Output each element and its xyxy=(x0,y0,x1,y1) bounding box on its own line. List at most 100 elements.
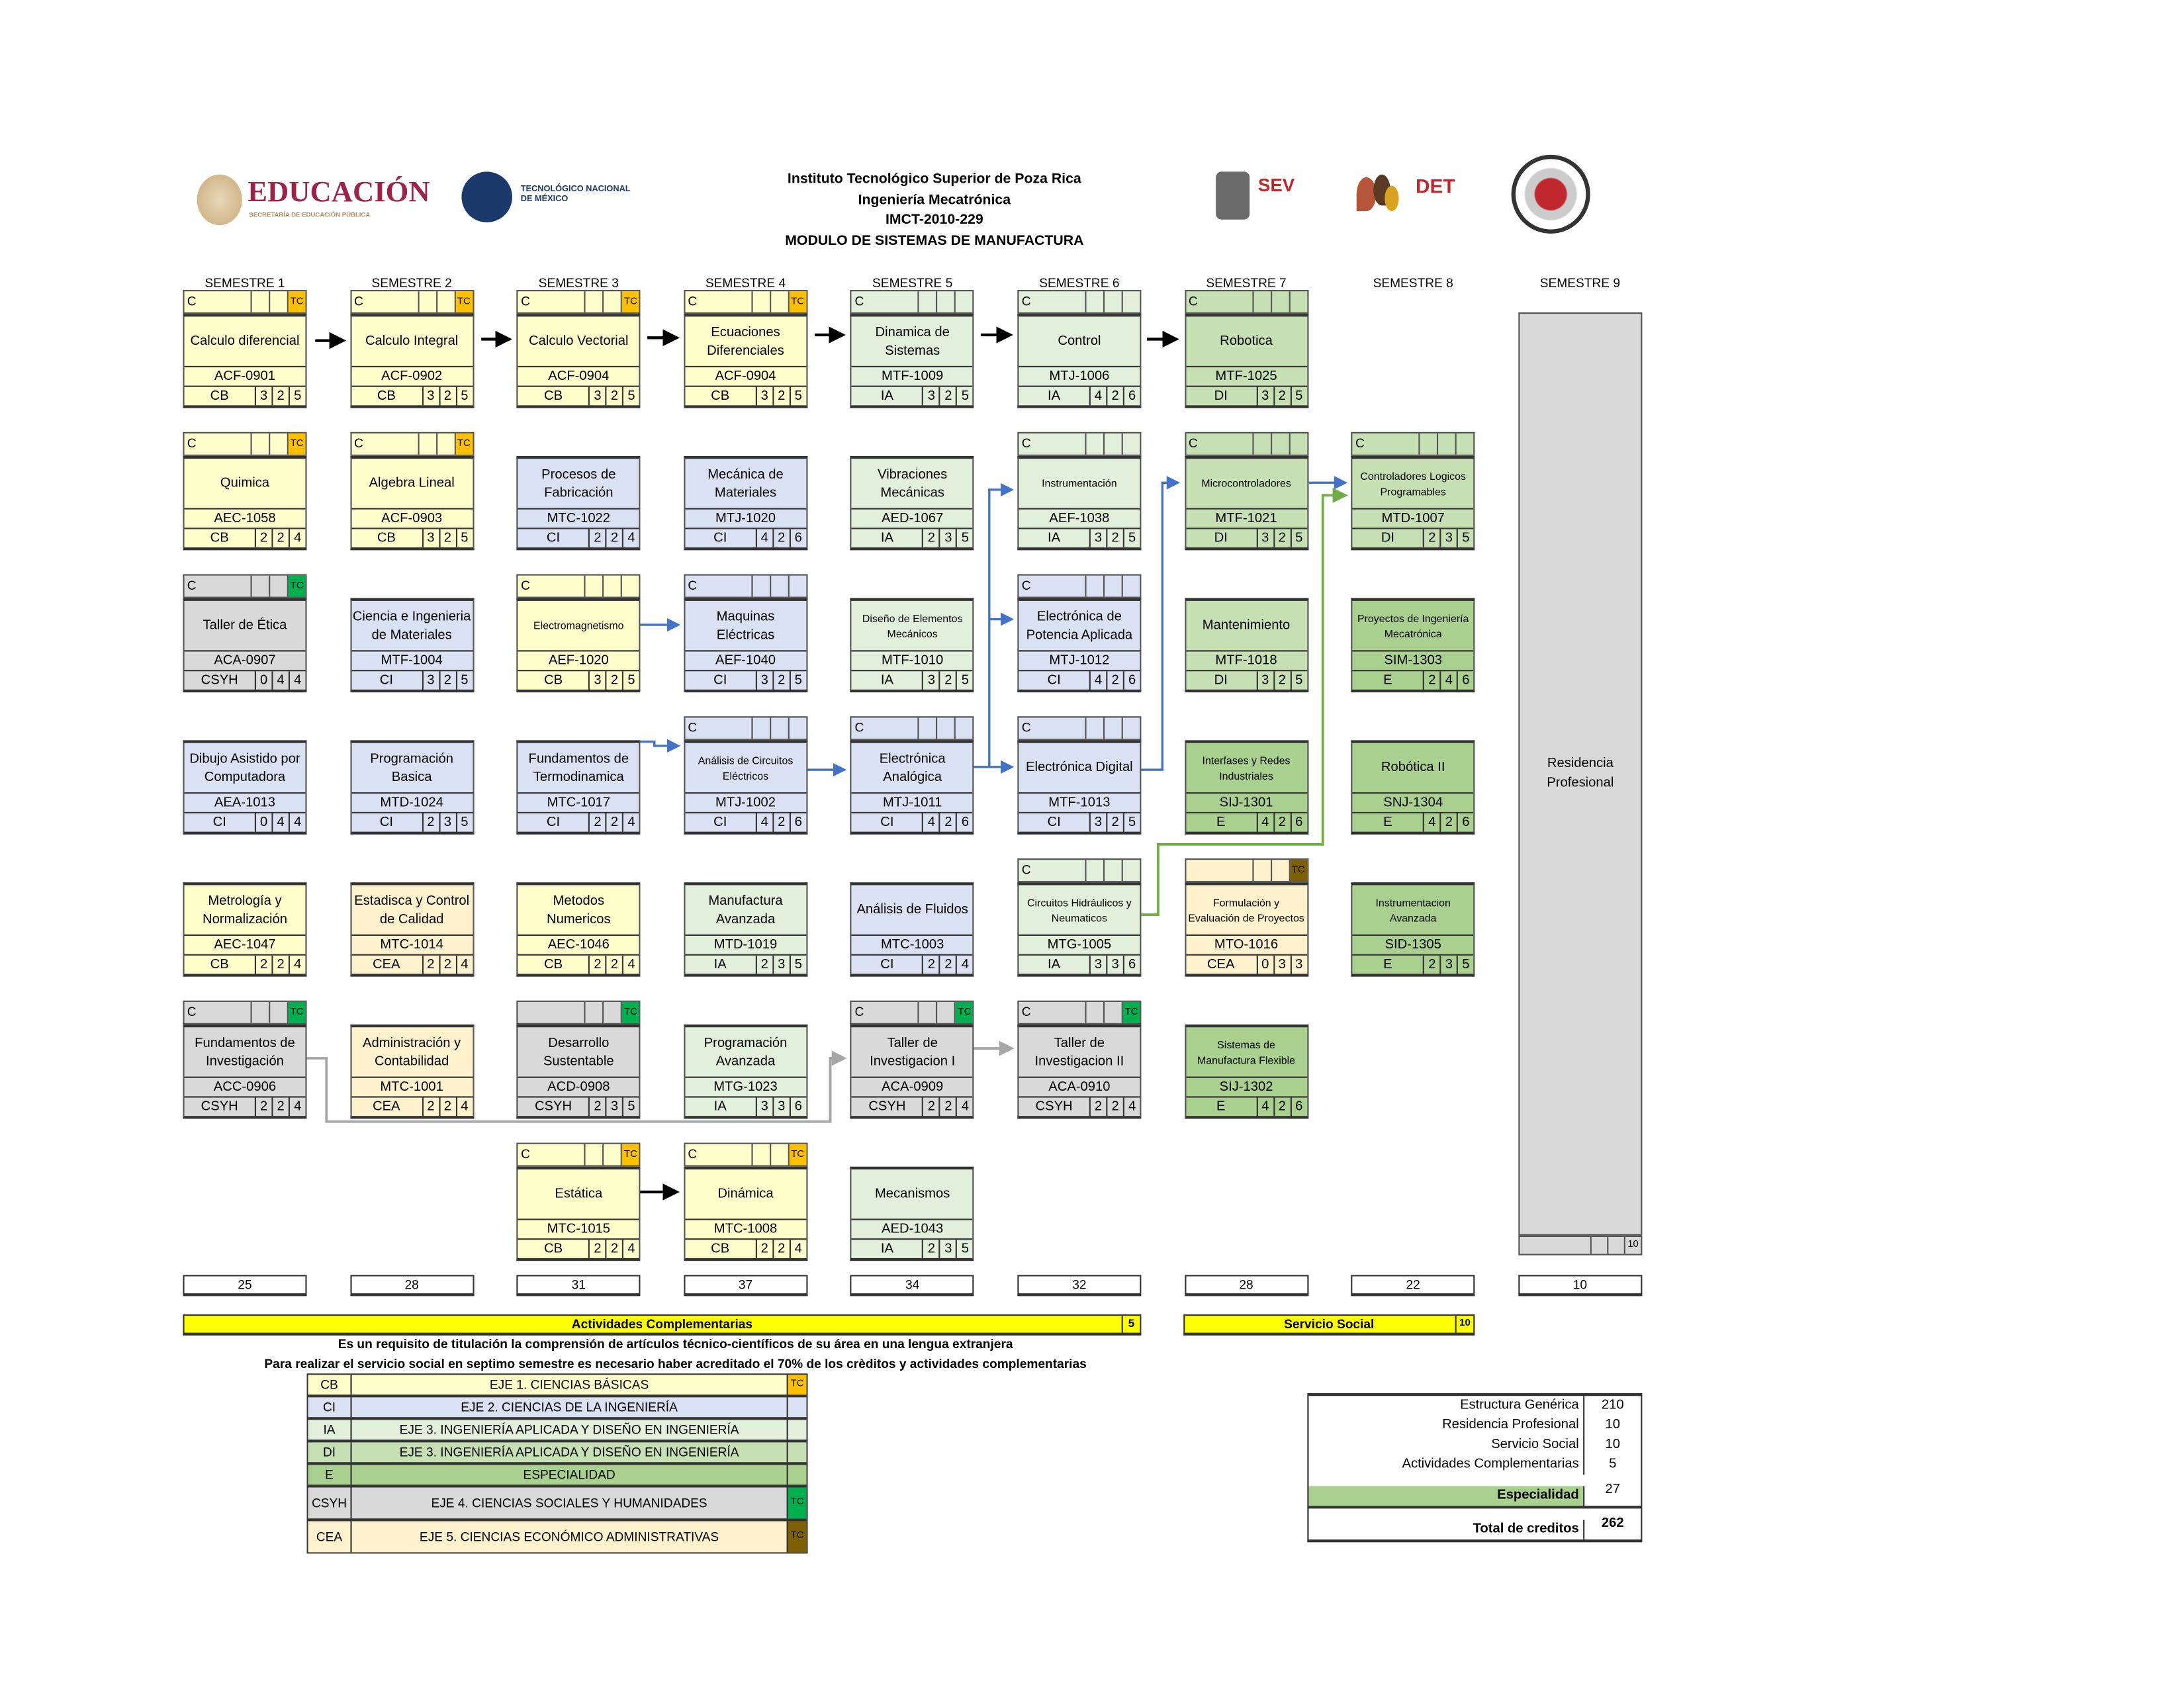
course-name: Proyectos de Ingeniería Mecatrónica xyxy=(1352,601,1474,652)
total-credits: 6 xyxy=(794,530,802,547)
semester-credit-total: 25 xyxy=(183,1275,307,1297)
actividades-complementarias-bar: Actividades Complementarias 5 xyxy=(183,1314,1142,1336)
course-header-row: C xyxy=(683,574,808,598)
prereq-mark: C xyxy=(1019,717,1087,739)
course-name: Diseño de Elementos Mecánicos xyxy=(852,601,974,652)
tc-badge: TC xyxy=(789,291,806,313)
arrow-digital-micro xyxy=(1141,476,1181,771)
course-name: Análisis de Fluidos xyxy=(852,885,974,936)
course-code: MTJ-1012 xyxy=(1019,651,1140,672)
course-header-row: C xyxy=(1017,858,1142,883)
theory-hours: 3 xyxy=(423,529,440,548)
practice-hours: 2 xyxy=(940,387,958,406)
practice-hours: 2 xyxy=(1441,813,1459,832)
tc-badge: TC xyxy=(956,1001,974,1023)
theory-hours: 2 xyxy=(590,813,607,832)
course-name: Análisis de Circuitos Eléctricos xyxy=(685,743,806,794)
prereq-mark: C xyxy=(685,291,753,313)
theory-hours: 2 xyxy=(757,955,774,974)
educacion-seal-icon xyxy=(197,174,242,226)
course-header-row: C xyxy=(1184,290,1308,314)
course-code: ACF-0901 xyxy=(184,367,306,387)
course-name: Electrónica Digital xyxy=(1019,743,1140,794)
course-name: Mecanismos xyxy=(852,1169,974,1220)
course-header-row: C xyxy=(850,716,975,741)
course-code: ACA-0909 xyxy=(852,1078,974,1098)
summary-value: 210 xyxy=(1601,1397,1624,1413)
residencia-credits-row: 10 xyxy=(1518,1235,1643,1255)
prereq-mark: C xyxy=(185,575,252,597)
tecnm-logo: TECNOLÓGICO NACIONAL DE MÉXICO xyxy=(461,171,644,222)
practice-hours: 2 xyxy=(273,1097,291,1117)
course-header-row: C xyxy=(1017,290,1142,314)
servicio-credits: 10 xyxy=(1455,1316,1474,1333)
course-code: MTC-1001 xyxy=(351,1078,473,1098)
practice-hours: 2 xyxy=(607,529,624,548)
theory-hours: 2 xyxy=(1424,529,1441,548)
total-credits: 5 xyxy=(461,672,469,688)
theory-hours: 2 xyxy=(924,955,941,974)
theory-hours: 3 xyxy=(757,671,774,690)
course-axis: CB xyxy=(685,1240,757,1258)
course-code: MTC-1017 xyxy=(518,794,639,814)
prereq-mark: C xyxy=(518,575,586,597)
prereq-mark: C xyxy=(351,291,419,313)
course-axis: CB xyxy=(185,387,256,406)
course-code: AEC-1047 xyxy=(184,936,306,956)
